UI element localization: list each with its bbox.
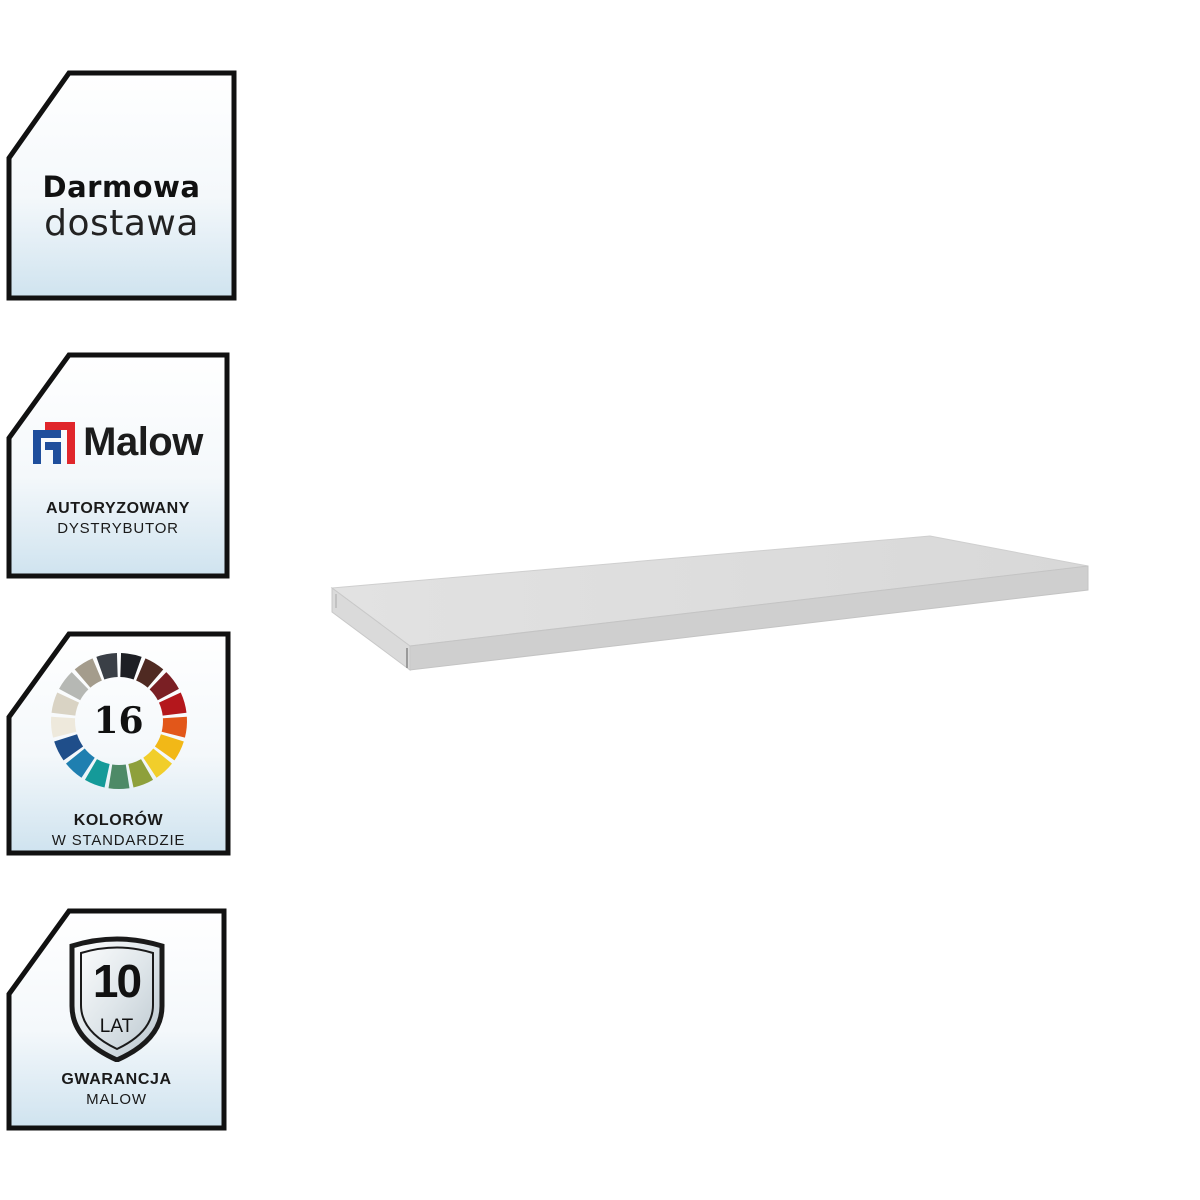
- color-wheel-icon: [50, 653, 187, 790]
- color-wheel-segment: [119, 653, 142, 680]
- warranty-years: 10: [92, 955, 142, 1007]
- distributor-line1: AUTORYZOWANY: [45, 500, 191, 517]
- malow-logo-icon: [33, 421, 76, 464]
- badge-frame: [6, 352, 230, 579]
- color-wheel-segment: [74, 658, 102, 688]
- warranty-badge: 10 LAT GWARANCJA MALOW: [6, 908, 227, 1131]
- color-wheel-segment: [154, 734, 184, 761]
- malow-logo: Malow: [33, 420, 203, 465]
- malow-brand-name: Malow: [83, 420, 203, 464]
- color-wheel: 16: [49, 651, 189, 791]
- color-wheel-segment: [127, 759, 153, 788]
- warranty-line1: GWARANCJA: [61, 1071, 172, 1088]
- shelf-side-edge: [331, 587, 411, 671]
- color-wheel-segment: [149, 672, 179, 701]
- distributor-line2: DYSTRYBUTOR: [57, 520, 179, 537]
- color-count: 16: [93, 700, 144, 742]
- warranty-shield: 10 LAT: [62, 932, 172, 1063]
- color-wheel-segment: [58, 672, 88, 701]
- warranty-line2: MALOW: [86, 1091, 147, 1108]
- free-delivery-badge: Darmowa dostawa: [6, 70, 237, 301]
- color-wheel-segment: [158, 692, 186, 716]
- warranty-unit: LAT: [99, 1016, 134, 1037]
- color-wheel-segment: [142, 748, 172, 778]
- badge-frame: [6, 70, 237, 301]
- delivery-subtitle: dostawa: [44, 203, 199, 244]
- shield-icon: [69, 936, 164, 1063]
- color-wheel-segment: [108, 764, 129, 790]
- colors-line2: W STANDARDZIE: [51, 832, 186, 849]
- color-wheel-segment: [95, 653, 118, 680]
- color-wheel-segment: [135, 658, 163, 688]
- color-wheel-segment: [65, 748, 95, 778]
- color-wheel-segment: [84, 759, 110, 788]
- authorized-distributor-badge: Malow AUTORYZOWANY DYSTRYBUTOR: [6, 352, 230, 579]
- colors-badge: 16 KOLORÓW W STANDARDZIE: [6, 631, 231, 856]
- colors-line1: KOLORÓW: [73, 812, 164, 829]
- delivery-title: Darmowa: [42, 170, 201, 204]
- color-wheel-segment: [50, 716, 76, 738]
- color-wheel-segment: [161, 716, 187, 738]
- color-wheel-segment: [53, 734, 83, 761]
- color-wheel-segment: [51, 692, 79, 716]
